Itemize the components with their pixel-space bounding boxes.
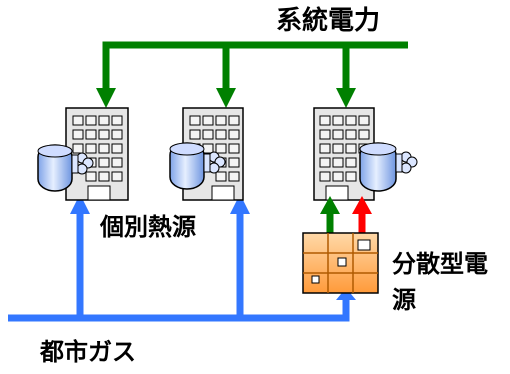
office-building-icon xyxy=(65,107,129,201)
grid-power-label: 系統電力 xyxy=(276,6,381,36)
heat-source-tank-icon xyxy=(37,144,94,192)
gas-arrow-2 xyxy=(230,194,250,214)
distributed-power-label-line1: 分散型電 xyxy=(392,250,488,278)
heat-source-tank-icon xyxy=(359,142,418,192)
distributed-power-label-line2: 源 xyxy=(392,286,416,314)
city-gas-main-line xyxy=(8,298,350,322)
heat-source-tank-icon xyxy=(169,142,226,190)
grid-arrow-1 xyxy=(96,88,116,108)
generator-output-arrows xyxy=(320,196,372,233)
distributed-generator-icon xyxy=(302,232,379,294)
city-gas-label: 都市ガス xyxy=(40,338,136,366)
gas-arrow-3 xyxy=(336,288,356,300)
city-gas-lines xyxy=(8,194,356,322)
gas-arrow-1 xyxy=(70,194,90,214)
grid-power-lines xyxy=(96,41,408,108)
grid-arrow-3 xyxy=(336,88,356,108)
grid-power-main-line xyxy=(102,41,408,52)
generator-green-arrow xyxy=(320,196,340,214)
generator-red-arrow xyxy=(352,196,372,214)
individual-heat-source-label: 個別熱源 xyxy=(100,213,196,241)
grid-arrow-2 xyxy=(216,88,236,108)
